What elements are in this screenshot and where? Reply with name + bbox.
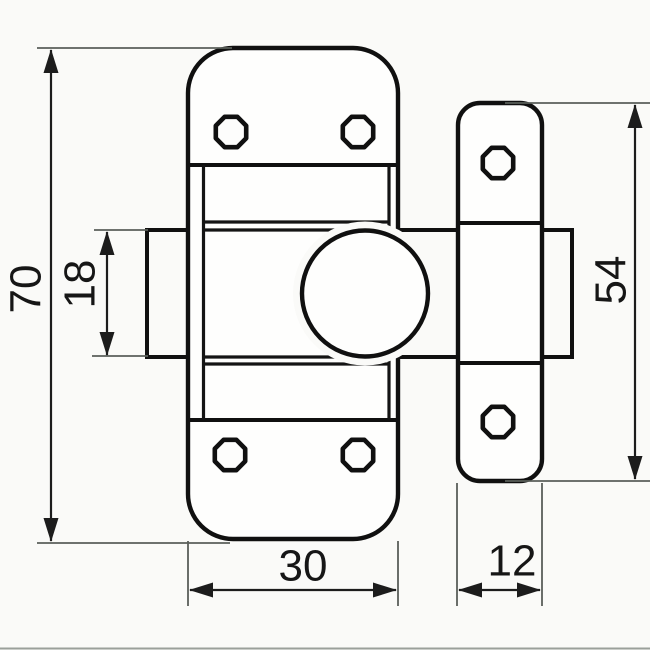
bolt-left-tail (145, 228, 189, 359)
dim-30-label: 30 (279, 542, 328, 591)
screw-hole-body-bottom-left (215, 440, 245, 470)
dim-30-arrow-right (373, 582, 397, 598)
screw-hole-body-bottom-right (343, 440, 373, 470)
dim-18-arrow-down (99, 332, 115, 356)
keeper-plate (455, 100, 545, 484)
dim-54-arrow-down (627, 456, 643, 480)
knob-circle (299, 228, 431, 359)
screw-hole-body-top-right (343, 117, 373, 147)
dim-70-label: 70 (2, 265, 51, 314)
screw-hole-body-top-left (216, 117, 246, 147)
dim-54-label: 54 (587, 256, 636, 305)
dim-30-arrow-left (189, 582, 213, 598)
dim-12-arrow-left (458, 582, 482, 598)
dim-54-arrow-up (627, 104, 643, 128)
dim-12-label: 12 (488, 537, 537, 586)
dim-12-arrow-right (517, 582, 541, 598)
dim-70-arrow-up (43, 49, 59, 73)
dim-70-arrow-down (43, 518, 59, 542)
dim-18-label: 18 (56, 260, 105, 309)
dim-18-arrow-up (99, 231, 115, 255)
bolt-right-tip (541, 228, 574, 359)
screw-hole-keeper-top (483, 148, 513, 178)
screw-hole-keeper-bottom (483, 407, 513, 437)
